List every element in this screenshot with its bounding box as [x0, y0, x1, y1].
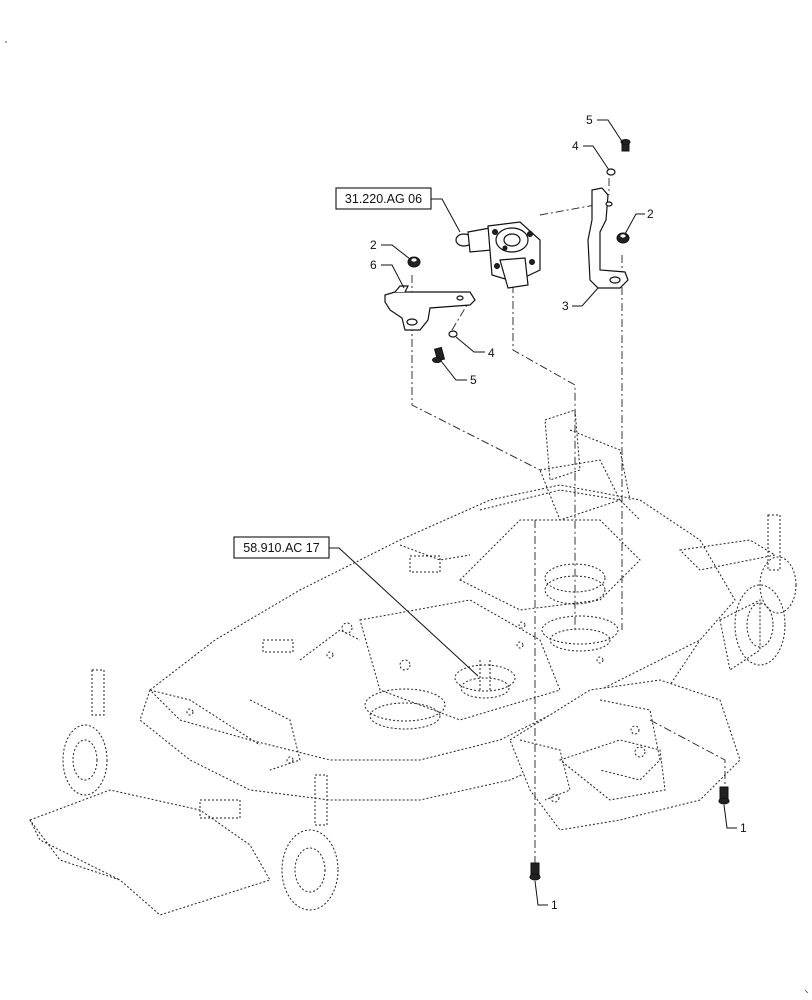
bolt-1-bottom [529, 862, 541, 881]
bracket-right [587, 187, 629, 289]
bolt-5-top [620, 139, 631, 152]
svg-text:2: 2 [647, 207, 654, 221]
corner-mark-top-left [5, 41, 7, 43]
callout-1-right: 1 [723, 804, 747, 835]
corner-mark-bottom-right [804, 989, 809, 994]
svg-text:1: 1 [551, 898, 558, 912]
nut-2-left [407, 256, 421, 268]
pulley-reference-label: 58.910.AC 17 [243, 541, 319, 555]
callout-6: 6 [370, 258, 405, 289]
svg-text:1: 1 [740, 821, 747, 835]
bolt-1-right [718, 786, 730, 805]
caster-wheel-right [734, 514, 797, 666]
deck-right-arm [509, 679, 741, 831]
svg-text:3: 3 [562, 299, 569, 313]
gearbox-reference-box[interactable]: 31.220.AG 06 [335, 187, 461, 233]
callout-4-top: 4 [572, 139, 610, 171]
svg-text:4: 4 [572, 139, 579, 153]
belt-cover [459, 519, 641, 611]
svg-text:5: 5 [470, 373, 477, 387]
callout-3: 3 [562, 287, 599, 313]
bolt-5-left [432, 346, 446, 363]
callout-5-top: 5 [586, 113, 624, 144]
callout-2-left: 2 [370, 238, 411, 260]
bracket-left [384, 285, 476, 331]
svg-text:4: 4 [488, 346, 495, 360]
gearbox-reference-label: 31.220.AG 06 [345, 192, 422, 206]
discharge-chute [29, 789, 271, 916]
washer-4-left [448, 330, 458, 338]
nut-2-right [616, 232, 630, 244]
caster-wheel-front-left [281, 774, 339, 911]
svg-text:2: 2 [370, 238, 377, 252]
pulley-reference-box[interactable]: 58.910.AC 17 [233, 536, 479, 677]
callout-2-right: 2 [624, 207, 654, 235]
mower-deck-ghost [29, 409, 797, 916]
svg-text:5: 5 [586, 113, 593, 127]
callout-5-left: 5 [440, 360, 477, 387]
callout-4-left: 4 [455, 336, 495, 360]
washer-4-top [606, 168, 616, 176]
caster-wheel-rear-left [62, 669, 108, 796]
callout-1-bottom: 1 [534, 880, 558, 912]
svg-text:6: 6 [370, 258, 377, 272]
gearbox [455, 221, 541, 289]
